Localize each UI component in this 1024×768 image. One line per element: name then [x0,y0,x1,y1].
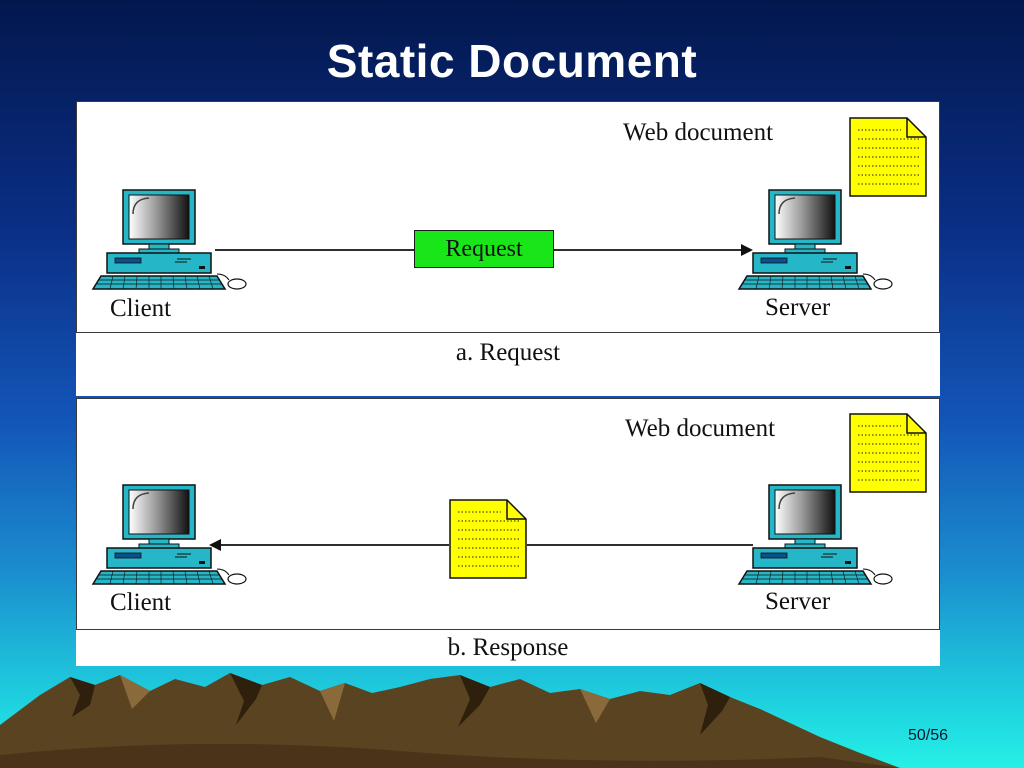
request-panel: Request Client Server Web document a. Re… [76,101,940,396]
web-document-label: Web document [625,415,776,442]
client-computer-icon [91,483,251,593]
request-diagram: Request Client Server Web document [76,101,940,333]
server-label: Server [765,588,831,615]
web-document-icon [849,117,927,197]
web-document-icon [849,413,927,493]
request-message-box: Request [414,230,554,268]
response-caption: b. Response [447,634,569,661]
request-caption: a. Request [455,339,561,366]
response-diagram: Client Server Web document [76,398,940,630]
server-computer-icon [737,483,897,593]
slide-title: Static Document [326,35,698,87]
response-panel: Client Server Web document b. Response [76,398,940,666]
web-document-label: Web document [623,119,774,146]
server-label: Server [765,294,831,321]
response-document-icon [449,499,527,579]
response-arrow [209,539,753,551]
client-label: Client [110,295,172,322]
server-computer-icon [737,188,897,298]
mountain-decoration [0,673,900,768]
page-number: 50/56 [908,727,949,744]
client-label: Client [110,589,172,616]
client-computer-icon [91,188,251,298]
